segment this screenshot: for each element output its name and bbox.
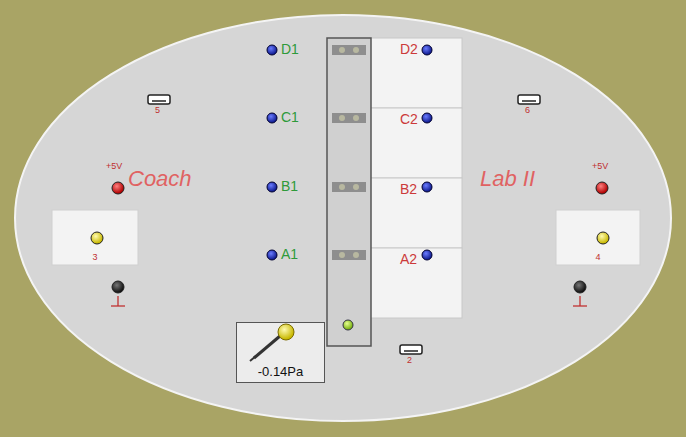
ground-symbols <box>111 296 587 306</box>
panel-ellipse <box>15 15 671 421</box>
status-led <box>343 320 353 330</box>
channel-box: A2 <box>370 248 462 318</box>
channel-label: A1 <box>281 246 298 263</box>
slot-number: 2 <box>407 355 412 366</box>
voltage-label: +5V <box>106 161 122 172</box>
slot-number: 6 <box>525 105 530 116</box>
bridge-pads <box>332 45 366 260</box>
channel-label: C1 <box>281 109 299 126</box>
channel-label: C2 <box>400 111 418 128</box>
channel-box: D2 <box>370 38 462 108</box>
channel-label: B1 <box>281 178 298 195</box>
terminals <box>91 182 609 293</box>
sensor-box-fill <box>236 322 325 383</box>
channel-box: B2 <box>370 178 462 248</box>
sensor-reading: -0.14Pa <box>258 364 304 380</box>
terminal-box: 4 <box>556 210 640 265</box>
channel-box: C2 <box>370 108 462 178</box>
center-strip <box>327 38 371 346</box>
channel-label: D1 <box>281 41 299 58</box>
microphone-icon <box>250 324 294 361</box>
sensor-box: -0.14Pa <box>236 322 325 383</box>
slot-number: 5 <box>155 105 160 116</box>
input-sockets <box>267 45 432 260</box>
terminal-box <box>52 210 138 265</box>
terminal-box <box>556 210 640 265</box>
panel-title: Lab II <box>480 166 535 192</box>
terminal-number: 4 <box>595 252 600 263</box>
terminal-box: 3 <box>52 210 138 265</box>
slot-icon-inner <box>152 101 536 351</box>
channel-label: B2 <box>400 181 417 198</box>
slot-icons <box>148 95 540 354</box>
channel-label: D2 <box>400 41 418 58</box>
terminal-number: 3 <box>92 252 97 263</box>
voltage-label: +5V <box>592 161 608 172</box>
channel-panel <box>370 38 462 318</box>
panel-title: Coach <box>128 166 192 192</box>
channel-label: A2 <box>400 251 417 268</box>
